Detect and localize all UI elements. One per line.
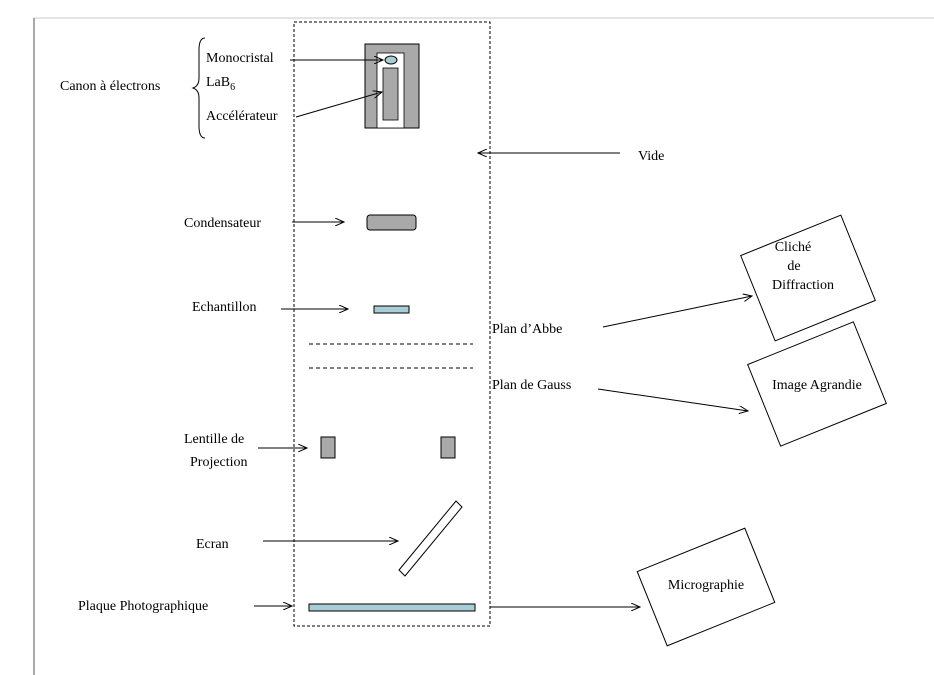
sample (373, 305, 410, 314)
label-condensateur: Condensateur (184, 216, 261, 231)
photographic-plate (308, 603, 476, 612)
box-cliche-diffraction (740, 214, 876, 342)
box-micro-frame (636, 527, 776, 647)
label-lab-sub: 6 (230, 82, 235, 93)
label-vide: Vide (638, 149, 664, 164)
label-cliche-3: Diffraction (772, 278, 834, 293)
label-plan-gauss: Plan de Gauss (492, 378, 571, 393)
label-lab6: LaB6 (206, 75, 235, 93)
label-ecran: Ecran (196, 537, 229, 552)
label-lentille-1: Lentille de (184, 432, 244, 447)
label-cliche-1: Cliché (775, 240, 812, 255)
label-plaque: Plaque Photographique (78, 599, 208, 614)
arrow-gauss (597, 388, 748, 411)
fluorescent-screen (398, 500, 463, 577)
electron-gun-inner-block (382, 67, 399, 121)
label-canon: Canon à électrons (60, 79, 160, 94)
label-accelerateur: Accélérateur (206, 109, 278, 124)
label-lab: LaB (206, 75, 230, 90)
condenser-lens (366, 214, 417, 231)
box-micrographie (636, 527, 776, 647)
vacuum-column (293, 21, 491, 627)
label-monocristal: Monocristal (206, 51, 274, 66)
arrow-accelerateur (295, 92, 382, 118)
box-image-frame (747, 321, 887, 447)
label-micrographie: Micrographie (668, 578, 744, 593)
lab6-crystal (384, 55, 398, 65)
label-image-agrandie: Image Agrandie (772, 378, 862, 393)
label-cliche-2: de (787, 259, 800, 274)
arrow-abbe (602, 296, 752, 328)
projection-lens-right (440, 436, 456, 459)
label-echantillon: Echantillon (192, 300, 257, 315)
box-image-agrandie (747, 321, 887, 447)
projection-lens-left (320, 436, 336, 459)
label-lentille-2: Projection (190, 455, 248, 470)
box-cliche-frame (740, 214, 876, 342)
label-plan-abbe: Plan d’Abbe (492, 322, 562, 337)
gun-brace (191, 37, 206, 139)
